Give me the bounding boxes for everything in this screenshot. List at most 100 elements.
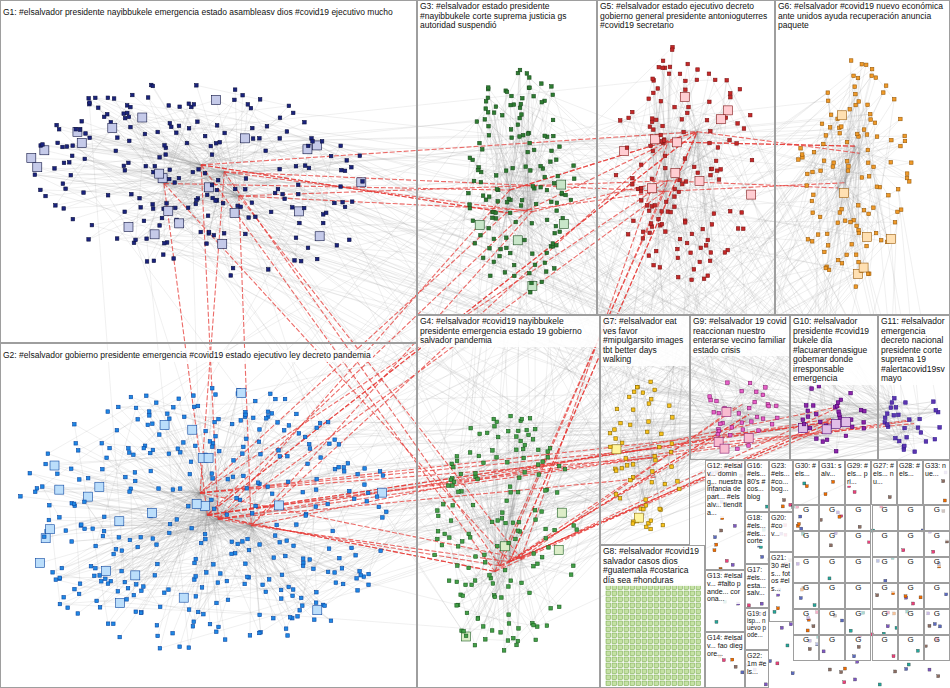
small-group-panel: G: [819, 609, 845, 635]
group-label: G: [925, 584, 949, 593]
small-group-panel: G12: #elsalv... doming... nuestra infanc…: [705, 460, 745, 570]
small-group-panel: G: [845, 583, 871, 609]
group-label: G: [899, 558, 923, 567]
small-group-panel: G: [793, 531, 819, 557]
group-label: G: [925, 558, 949, 567]
group-label: G8: #elsalvador #covid19 salvador casos …: [601, 546, 704, 586]
group-label: G: [873, 506, 897, 515]
small-group-panel: G16: #els... 80's #cos... blog: [745, 460, 769, 512]
small-group-panel: G: [924, 531, 950, 557]
group-label: G: [794, 584, 818, 593]
group-label: G: [873, 636, 897, 645]
small-group-panel: G: [872, 531, 898, 557]
small-group-panel: G: [898, 557, 924, 583]
small-group-panel: G30: #els...: [793, 460, 819, 505]
group-label: G: [794, 506, 818, 515]
group-label: G4: #elsalvador #covid19 nayibbukele pre…: [418, 316, 599, 347]
small-group-panel: G18: #els... #els... corte: [745, 512, 769, 564]
small-group-panel: G31: salv...: [819, 460, 845, 505]
small-group-panel: G: [872, 609, 898, 635]
small-group-panel: G: [793, 557, 819, 583]
group-panel: G2: #elsalvador gobierno presidente emer…: [0, 343, 417, 688]
small-group-panel: G: [819, 583, 845, 609]
small-group-panel: G23: #els... #co... bog...: [769, 460, 793, 512]
group-panel: G3: #elsalvador estado presidente #nayib…: [417, 0, 597, 315]
small-group-panel: G27: #els... nu...: [871, 460, 897, 505]
group-label: G: [846, 506, 870, 515]
group-panel: G10: #elsalvador presidente #covid19 buk…: [790, 315, 878, 460]
group-label: G: [899, 506, 923, 515]
group-label: G19: disp... nuevo pode...: [746, 609, 768, 639]
small-group-panel: G: [819, 505, 845, 531]
group-label: G: [794, 636, 818, 645]
small-group-panel: G29: #els... pri...: [845, 460, 871, 505]
group-label: G31: salv...: [820, 461, 844, 479]
small-group-panel: G14: #elsalv... fao diegore...: [705, 632, 745, 688]
small-group-panel: G: [898, 505, 924, 531]
group-label: G18: #els... #els... corte: [746, 513, 768, 546]
small-group-panel: G: [924, 505, 950, 531]
group-label: G: [846, 532, 870, 541]
group-panel: G6: #elsalvador #covid19 nuevo económica…: [775, 0, 950, 315]
small-group-panel: G: [793, 505, 819, 531]
small-group-panel: G: [872, 557, 898, 583]
group-label: G30: #els...: [794, 461, 818, 479]
group-label: G29: #els... pri...: [846, 461, 870, 486]
group-label: G: [820, 610, 844, 619]
small-group-panel: G: [924, 583, 950, 609]
group-label: G: [820, 558, 844, 567]
small-group-panel: G: [924, 557, 950, 583]
group-panel: G11: #elsalvador emergencia decreto naci…: [878, 315, 950, 460]
small-group-panel: G: [845, 557, 871, 583]
small-group-panel: G20: #cov...: [769, 512, 793, 552]
small-group-panel: G33: nue...: [923, 460, 950, 505]
small-group-panel: G: [793, 609, 819, 635]
isolate-grid: [606, 585, 701, 686]
group-label: G23: #els... #co... bog...: [770, 461, 792, 494]
small-group-panel: G: [872, 505, 898, 531]
group-label: G: [899, 532, 923, 541]
small-group-panel: G: [924, 609, 950, 635]
group-label: G9: #elsalvador 19 covid reaccionan nues…: [691, 316, 789, 356]
group-label: G: [899, 610, 923, 619]
group-label: G21: 30 #els... fotos #els...: [770, 553, 792, 594]
group-panel: G1: #elsalvador presidente nayibbukele e…: [0, 0, 417, 343]
group-label: G: [873, 558, 897, 567]
small-group-panel: G: [872, 635, 898, 661]
group-label: G: [794, 610, 818, 619]
small-group-panel: G17: #els... esta... salv...: [745, 564, 769, 608]
group-label: G7: #elsalvador eat ves favor #mipulgars…: [601, 316, 689, 366]
small-group-panel: G: [898, 583, 924, 609]
group-panel: G5: #elsalvador estado ejecutivo decreto…: [597, 0, 775, 315]
group-panel: G8: #elsalvador #covid19 salvador casos …: [600, 545, 705, 688]
group-label: G33: nue...: [924, 461, 949, 479]
group-label: G: [846, 610, 870, 619]
group-panel: G9: #elsalvador 19 covid reaccionan nues…: [690, 315, 790, 460]
small-group-panel: G13: #elsalv... #falto pande... corona..…: [705, 570, 745, 632]
group-label: G16: #els... 80's #cos... blog: [746, 461, 768, 502]
group-label: G1: #elsalvador presidente nayibbukele e…: [1, 7, 395, 19]
small-group-panel: G28: #els...: [897, 460, 923, 505]
small-group-panel: G: [819, 557, 845, 583]
group-label: G: [846, 636, 870, 645]
group-panel: G7: #elsalvador eat ves favor #mipulgars…: [600, 315, 690, 545]
group-label: G: [820, 636, 844, 645]
group-label: G27: #els... nu...: [872, 461, 896, 486]
small-group-panel: G: [845, 609, 871, 635]
small-group-panel: G21: 30 #els... fotos #els...: [769, 552, 793, 622]
group-label: G13: #elsalv... #falto pande... corona..…: [706, 571, 744, 604]
group-label: G: [925, 610, 949, 619]
group-label: G: [794, 558, 818, 567]
group-label: G6: #elsalvador #covid19 nuevo económica…: [776, 1, 949, 32]
group-label: G: [925, 636, 949, 645]
group-label: G: [873, 532, 897, 541]
group-label: G: [846, 558, 870, 567]
small-group-panel: G: [793, 583, 819, 609]
group-label: G: [925, 506, 949, 515]
group-label: G: [899, 584, 923, 593]
small-group-panel: G: [819, 531, 845, 557]
group-label: G: [873, 584, 897, 593]
group-label: G14: #elsalv... fao diegore...: [706, 633, 744, 658]
group-label: G22: 1m #els...: [746, 651, 768, 676]
